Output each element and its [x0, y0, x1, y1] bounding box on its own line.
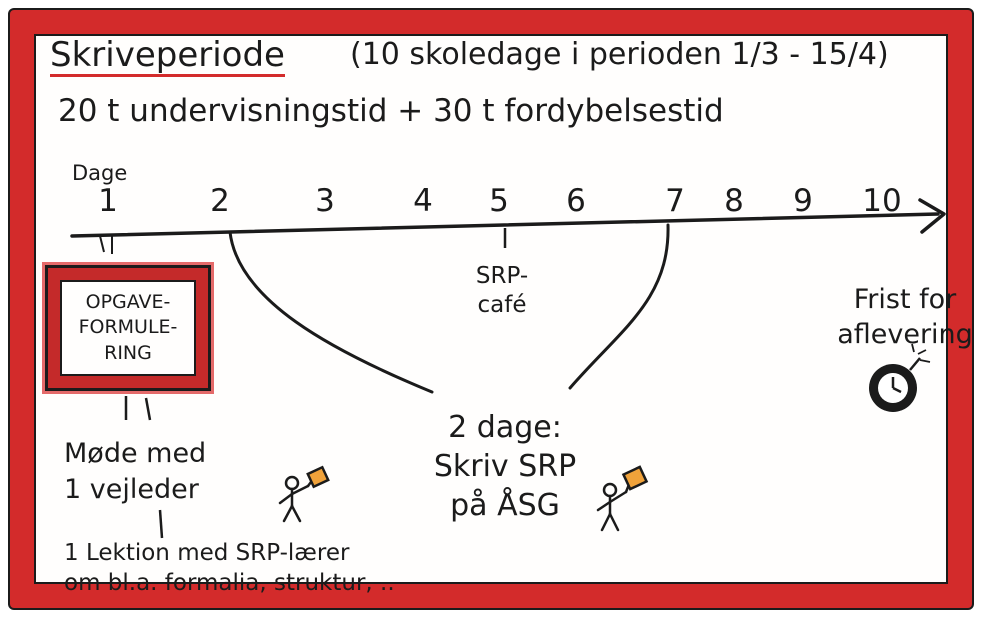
timeline-day-label: 4: [413, 183, 433, 219]
timeline-day-label: 10: [862, 183, 902, 219]
red-frame: [10, 10, 972, 608]
meeting-line: 1 vejleder: [64, 473, 199, 505]
meeting-line: Møde med: [64, 438, 207, 469]
lesson-line: om bl.a. formalia, struktur, ..: [64, 570, 395, 597]
hours-summary: 20 t undervisningstid + 30 t fordybelses…: [58, 93, 724, 129]
timeline-day-label: 5: [489, 183, 509, 219]
timeline-day-label: 9: [793, 183, 813, 219]
task-box-line: OPGAVE-: [85, 290, 171, 313]
supervisor-meeting-note: Møde med 1 vejleder: [64, 436, 244, 507]
period-subtitle: (10 skoledage i perioden 1/3 - 15/4): [350, 37, 889, 72]
srp-cafe-line: SRP-: [475, 263, 529, 289]
deadline-line: Frist for: [853, 284, 957, 315]
deadline-note: Frist for aflevering: [830, 282, 980, 352]
writing-line: Skriv SRP: [433, 449, 577, 484]
timeline-day-label: 6: [566, 183, 586, 219]
timeline-day-label: 1: [98, 183, 118, 219]
timeline-day-label: 7: [665, 183, 685, 219]
page-title: Skriveperiode: [50, 35, 285, 77]
writing-line: på ÅSG: [450, 488, 560, 523]
task-box-line: FORMULE-: [78, 316, 178, 339]
lesson-note: 1 Lektion med SRP-lærer om bl.a. formali…: [64, 538, 514, 599]
writing-line: 2 dage:: [448, 410, 562, 445]
timeline-day-label: 3: [315, 183, 335, 219]
lesson-line: 1 Lektion med SRP-lærer: [64, 540, 350, 566]
timeline-axis-label: Dage: [72, 161, 128, 185]
srp-cafe-label: SRP- café: [462, 262, 542, 320]
task-box-line: RING: [104, 341, 152, 364]
timeline-day-label: 8: [724, 183, 744, 219]
writing-days-note: 2 dage: Skriv SRP på ÅSG: [405, 408, 605, 525]
task-formulation-box: OPGAVE- FORMULE- RING: [48, 268, 208, 388]
timeline-day-label: 2: [210, 183, 230, 219]
srp-cafe-line: café: [477, 291, 527, 318]
deadline-line: aflevering: [837, 319, 973, 351]
